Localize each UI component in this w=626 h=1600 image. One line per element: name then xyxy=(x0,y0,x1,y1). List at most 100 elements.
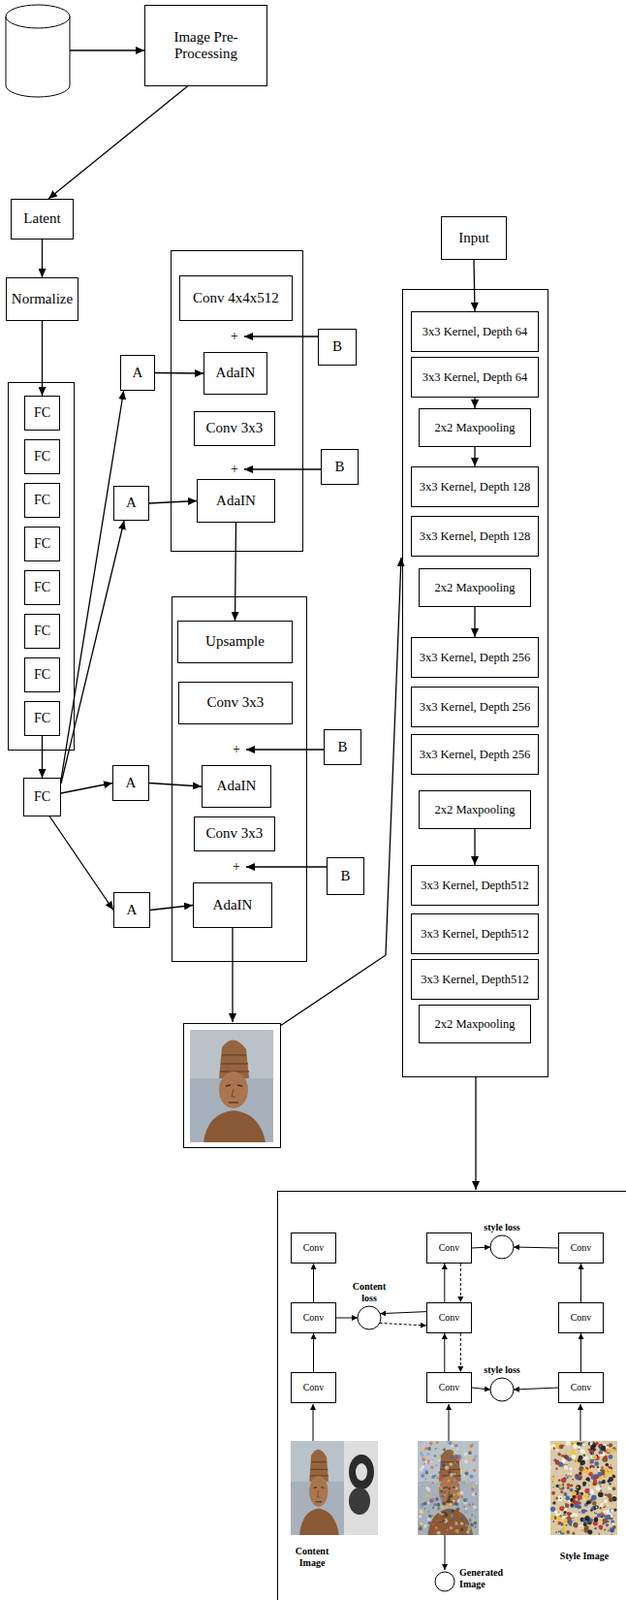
paint-dot xyxy=(436,1439,439,1443)
connector-arrow xyxy=(61,520,125,783)
synthesis-layer-box: Upsample xyxy=(177,620,293,663)
paint-dot xyxy=(563,1491,567,1496)
paint-dot xyxy=(577,1517,580,1520)
paint-dot xyxy=(596,1512,601,1517)
box-label: B xyxy=(334,458,345,475)
paint-dot xyxy=(563,1509,566,1513)
paint-dot xyxy=(434,1504,438,1508)
paint-dot xyxy=(472,1468,476,1472)
paint-dot xyxy=(555,1509,561,1515)
paint-dot xyxy=(552,1500,556,1503)
paint-dot xyxy=(426,1486,431,1491)
vgg-layer-box: 3x3 Kernel, Depth 256 xyxy=(410,686,539,727)
connector-arrow xyxy=(443,1262,445,1302)
box-label: Conv 3x3 xyxy=(207,693,265,711)
paint-dot xyxy=(460,1467,463,1470)
paint-dot xyxy=(457,1453,462,1458)
paint-dot xyxy=(438,1520,441,1523)
box-label: A xyxy=(125,494,137,511)
paint-dot xyxy=(610,1513,614,1517)
paint-dot xyxy=(577,1487,580,1490)
box-label: Image Pre-Processing xyxy=(148,29,264,63)
paint-dot xyxy=(570,1483,573,1486)
paint-dot xyxy=(570,1502,574,1505)
circle-outline xyxy=(489,1376,515,1402)
paint-dot xyxy=(607,1510,611,1514)
paint-dot xyxy=(438,1510,442,1514)
paint-dot xyxy=(418,1521,423,1526)
paint-dot xyxy=(553,1519,556,1522)
box-label: Conv xyxy=(570,1241,593,1253)
generated-texture xyxy=(417,1439,478,1534)
box-label: 2x2 Maxpooling xyxy=(435,1016,516,1031)
synthesis-layer-box: Conv 3x3 xyxy=(178,681,293,724)
paint-dot xyxy=(439,1452,442,1455)
paint-dot xyxy=(442,1489,446,1493)
connector-arrow xyxy=(471,1246,491,1248)
conv-box: Conv xyxy=(290,1301,337,1333)
box-label: AdaIN xyxy=(213,896,253,913)
paint-dot xyxy=(469,1522,474,1527)
normalize-box: Normalize xyxy=(5,277,79,321)
paint-dot xyxy=(451,1439,453,1441)
paint-dot xyxy=(457,1531,459,1533)
paint-dot xyxy=(473,1515,477,1519)
paint-dot xyxy=(445,1530,449,1534)
box-label: 3x3 Kernel, Depth 256 xyxy=(419,650,532,664)
paint-dot xyxy=(430,1480,433,1483)
paint-dot xyxy=(587,1499,589,1501)
paint-dot xyxy=(474,1507,477,1510)
noise-arrow xyxy=(246,748,324,750)
paint-dot xyxy=(599,1505,602,1508)
paint-dot xyxy=(559,1504,564,1510)
paint-dot xyxy=(581,1507,587,1513)
paint-dot xyxy=(550,1475,555,1480)
paint-dot xyxy=(437,1453,441,1458)
paint-dot xyxy=(602,1508,606,1512)
paint-dot xyxy=(428,1462,431,1465)
box-label: 2x2 Maxpooling xyxy=(435,420,516,435)
connector-arrow xyxy=(379,1311,427,1314)
paint-dot xyxy=(574,1467,577,1470)
paint-dot xyxy=(565,1523,568,1526)
paint-dot xyxy=(423,1461,427,1465)
paint-dot xyxy=(587,1528,593,1534)
paint-dot xyxy=(563,1517,568,1523)
paint-dot xyxy=(434,1526,438,1530)
paint-dot xyxy=(591,1480,596,1486)
noise-b-box: B xyxy=(320,448,359,485)
paint-dot xyxy=(471,1502,474,1504)
sum-symbol: + xyxy=(232,858,241,875)
vgg-layer-box: 3x3 Kernel, Depth 256 xyxy=(410,733,539,775)
box-label: Input xyxy=(458,229,490,247)
paint-dot xyxy=(606,1447,611,1452)
paint-dot xyxy=(598,1533,600,1534)
paint-dot xyxy=(596,1465,599,1468)
paint-dot xyxy=(595,1484,601,1490)
paint-dot xyxy=(449,1512,454,1517)
paint-dot xyxy=(612,1473,616,1477)
paint-dot xyxy=(593,1439,595,1442)
sculpture-photo xyxy=(189,1029,274,1142)
paint-dot xyxy=(441,1518,446,1523)
paint-dot xyxy=(435,1463,439,1467)
circle-shape xyxy=(435,1570,455,1591)
paint-dot xyxy=(458,1522,461,1525)
connector-arrow xyxy=(379,1321,427,1325)
paint-dot xyxy=(577,1493,583,1499)
circle-shape xyxy=(490,1377,514,1401)
paint-dot xyxy=(465,1522,469,1526)
box-label: AdaIN xyxy=(217,777,257,794)
noise-b-box: B xyxy=(326,856,365,895)
box-label: Normalize xyxy=(11,290,73,308)
paint-dot xyxy=(602,1502,606,1505)
box-label: Conv xyxy=(303,1380,325,1393)
paint-dot xyxy=(583,1521,588,1526)
vgg-layer-box: 3x3 Kernel, Depth512 xyxy=(410,912,539,954)
fc-layer-box: FC xyxy=(24,395,61,431)
paint-dot xyxy=(472,1457,476,1461)
paint-dot xyxy=(576,1485,579,1488)
fc-layer-box: FC xyxy=(23,777,62,816)
noise-arrow xyxy=(246,865,327,867)
paint-dot xyxy=(435,1496,439,1501)
